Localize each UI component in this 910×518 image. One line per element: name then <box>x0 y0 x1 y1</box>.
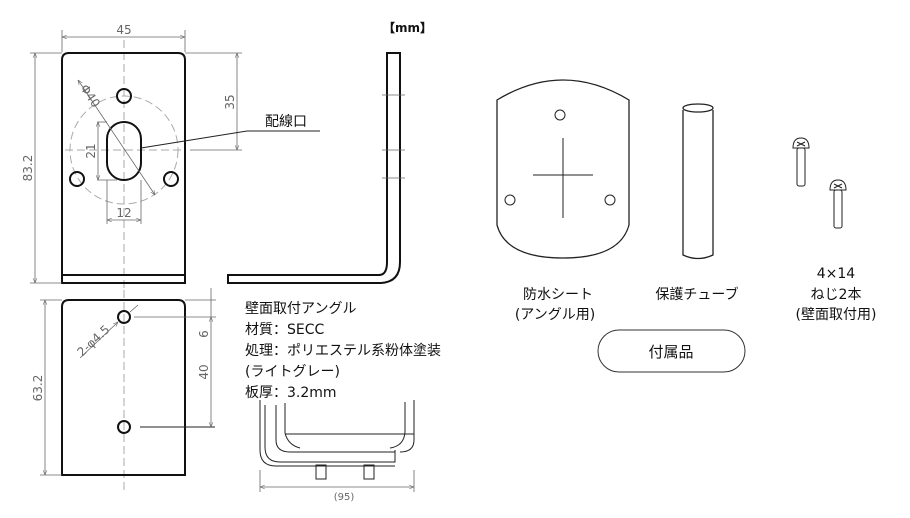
tube-label: 保護チューブ <box>655 286 738 303</box>
front-plate <box>61 52 186 284</box>
mount-hole <box>117 310 131 324</box>
dim-hole-circle: Φ40 <box>78 82 103 110</box>
dim-center-from-top: 35 <box>223 94 237 109</box>
screws: 4×14 ねじ2本 (壁面取付用) <box>792 137 877 323</box>
side-view: 【mm】 <box>227 20 432 284</box>
spec-line: 壁面取付アングル <box>245 301 356 317</box>
dim-top-offset: 6 <box>197 330 211 338</box>
callout-wiring-port: 配線口 <box>265 114 307 130</box>
spec-line: 板厚：3.2mm <box>245 385 337 401</box>
mount-hole <box>163 171 179 187</box>
screw-sublabel: (壁面取付用) <box>796 307 877 323</box>
bottom-plate <box>61 299 186 476</box>
dim-holes: 2-φ4.5 <box>74 322 112 359</box>
sheet-label: 防水シート <box>523 287 593 303</box>
mount-hole <box>69 171 85 187</box>
spec-line: (ライトグレー) <box>245 364 340 380</box>
sheet-sublabel: (アングル用) <box>515 307 595 323</box>
spec-line: 処理：ポリエステル系粉体塗装 <box>245 342 441 359</box>
front-view: 45 83.2 35 21 12 Φ40 配線口 <box>21 23 320 290</box>
mount-hole <box>117 420 131 434</box>
protective-tube: 保護チューブ <box>655 103 739 303</box>
dim-height: 63.2 <box>31 375 45 402</box>
dim-hole-spacing: 40 <box>197 364 211 379</box>
angle-profile <box>227 52 401 284</box>
spec-block: 壁面取付アングル 材質：SECC 処理：ポリエステル系粉体塗装 (ライトグレー)… <box>245 301 441 401</box>
accessories-title: 付属品 <box>648 343 693 361</box>
screw-label: ねじ2本 <box>811 287 862 303</box>
dim-slot-height: 21 <box>84 143 98 158</box>
screw-size: 4×14 <box>817 266 856 282</box>
accessories-badge: 付属品 <box>597 329 746 373</box>
dim-height: 83.2 <box>21 155 35 182</box>
waterproof-sheet: 防水シート (アングル用) <box>496 79 630 323</box>
dim-slot-width: 12 <box>116 206 131 220</box>
dim-width: 45 <box>116 23 131 37</box>
dim-width: (95) <box>334 492 355 503</box>
installed-view: (95) <box>259 400 415 503</box>
bottom-view: 63.2 6 40 2-φ4.5 <box>31 288 216 490</box>
unit-label: 【mm】 <box>383 20 432 35</box>
spec-line: 材質：SECC <box>245 322 325 338</box>
